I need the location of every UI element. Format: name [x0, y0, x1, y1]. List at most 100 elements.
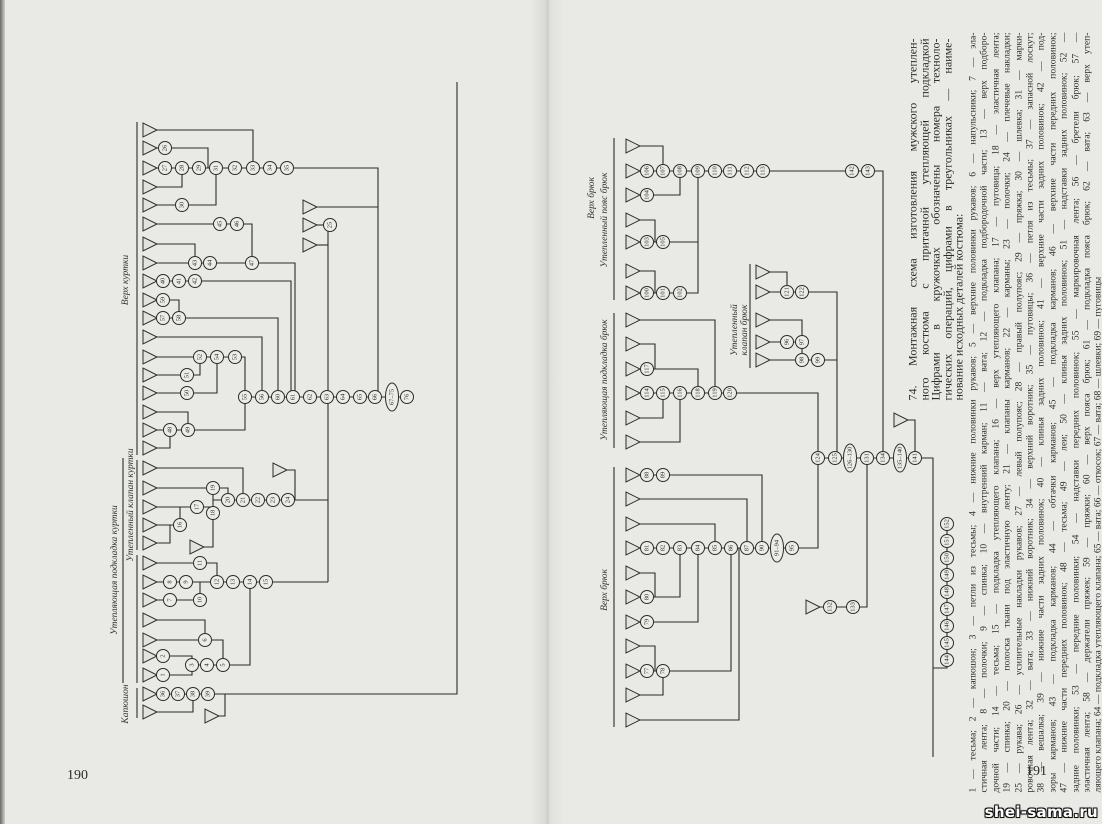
- legend-line: зоры карманов; 43 — подкладка карманов; …: [1047, 32, 1059, 793]
- operation-number: 41: [176, 278, 183, 285]
- operation-node: 28: [175, 161, 189, 175]
- connector-line: [157, 639, 224, 665]
- label-hood: Капюшон: [121, 684, 131, 724]
- operation-number: 15: [263, 579, 270, 586]
- operation-node: 63: [320, 390, 334, 404]
- operation-node: 126–130: [843, 443, 857, 473]
- operation-number: 126–130: [847, 447, 854, 470]
- operation-number: 54: [214, 353, 221, 360]
- connector-line: [157, 223, 253, 263]
- operation-node: 83: [673, 541, 687, 555]
- part-triangle-icon: [625, 540, 642, 556]
- connector-line: [157, 506, 214, 513]
- operation-node: 25: [323, 218, 337, 232]
- part-triangle-icon: [625, 589, 642, 605]
- operation-node: 17: [190, 500, 204, 514]
- operation-node: 118: [691, 386, 705, 400]
- operation-node: 108: [673, 164, 687, 178]
- operation-number: 142: [849, 166, 856, 176]
- operation-number: 2: [160, 654, 167, 657]
- connector-line: [640, 393, 681, 443]
- part-triangle-icon: [625, 663, 642, 679]
- figure-caption: 74. Монтажная схема изготовления мужског…: [906, 32, 1102, 793]
- operation-number: 78: [660, 668, 667, 675]
- part-triangle-icon: [302, 217, 319, 233]
- connector-line: [157, 356, 246, 397]
- operation-number: 6: [202, 638, 209, 642]
- operation-number: 56: [259, 393, 266, 400]
- part-triangle-icon: [625, 467, 642, 483]
- operation-number: 116: [677, 387, 684, 397]
- operation-node: 67–75: [385, 382, 399, 412]
- legend-line: эластичная лента; 58 — держатели пряжек;…: [1081, 32, 1093, 793]
- operation-node: 141: [908, 451, 922, 465]
- part-triangle-icon: [625, 638, 642, 654]
- operation-node: 115: [656, 386, 670, 400]
- operation-number: 100: [644, 288, 651, 298]
- operation-node: 78: [656, 664, 670, 678]
- operation-node: 91–94: [770, 533, 784, 563]
- operation-node: 76: [400, 390, 414, 404]
- operation-number: 55: [242, 394, 249, 401]
- legend-line: 38 — вешалка; 39 — нижние части задних п…: [1035, 32, 1047, 793]
- operation-node: 56: [255, 390, 269, 404]
- operation-node: 122: [795, 285, 809, 299]
- operation-node: 29: [192, 161, 206, 175]
- operation-number: 106: [644, 165, 651, 176]
- operation-number: 43: [192, 260, 199, 267]
- operation-number: 134: [880, 452, 887, 463]
- page-number-left: 190: [67, 768, 88, 783]
- part-triangle-icon: [142, 404, 159, 420]
- operation-node: 80: [640, 590, 654, 604]
- operation-node: 59: [156, 293, 170, 307]
- operation-number: 121: [784, 287, 791, 297]
- connector-line: [157, 82, 458, 695]
- operation-number: 36: [160, 690, 167, 697]
- operation-number: 39: [205, 691, 212, 698]
- part-triangle-icon: [142, 179, 159, 195]
- operation-number: 108: [677, 166, 684, 176]
- operation-number: 79: [644, 619, 651, 626]
- operation-number: 80: [644, 594, 651, 601]
- operation-number: 81: [644, 545, 651, 552]
- part-triangle-icon: [189, 539, 206, 555]
- operation-number: 44: [207, 259, 214, 266]
- operation-number: 83: [677, 545, 684, 552]
- operation-number: 114: [644, 387, 651, 397]
- legend-line: 1 — тесьма; 2 — капюшон; 3 — петли из те…: [967, 32, 979, 793]
- operation-number: 37: [175, 690, 182, 697]
- operation-node: 84: [691, 541, 705, 555]
- operation-number: 22: [255, 497, 262, 504]
- page-edge: [0, 0, 5, 824]
- operation-node: 4: [200, 658, 214, 672]
- operation-node: 124: [811, 451, 825, 465]
- part-triangle-icon: [625, 385, 642, 401]
- label-jacket-top: Верх куртки: [121, 255, 131, 306]
- connector-line: [640, 645, 656, 671]
- operation-node: 95: [785, 541, 799, 555]
- operation-node: 54: [210, 350, 224, 364]
- operation-node: 101: [656, 286, 670, 300]
- operation-number: 3: [189, 663, 196, 666]
- operation-number: 76: [404, 393, 411, 400]
- operation-number: 1: [160, 673, 167, 676]
- connector-line: [157, 467, 244, 500]
- operation-node: 14: [243, 575, 257, 589]
- operation-number: 90: [759, 545, 766, 552]
- operation-node: 35: [280, 161, 294, 175]
- part-triangle-icon: [142, 197, 159, 213]
- connector-line: [640, 319, 716, 393]
- operation-node: 125: [828, 451, 842, 465]
- operation-number: 45: [217, 221, 224, 228]
- operation-node: 61: [286, 390, 300, 404]
- label-jacket-lining: Утепляющая подкладка куртки: [109, 505, 120, 635]
- connector-line: [157, 619, 206, 640]
- operation-node: 112: [740, 164, 754, 178]
- part-triangle-icon: [625, 263, 642, 279]
- operation-node: 119: [708, 386, 722, 400]
- operation-node: 133: [846, 600, 860, 614]
- connector-line: [640, 171, 699, 243]
- operation-node: 131: [860, 451, 874, 465]
- operation-number: 13: [230, 579, 237, 586]
